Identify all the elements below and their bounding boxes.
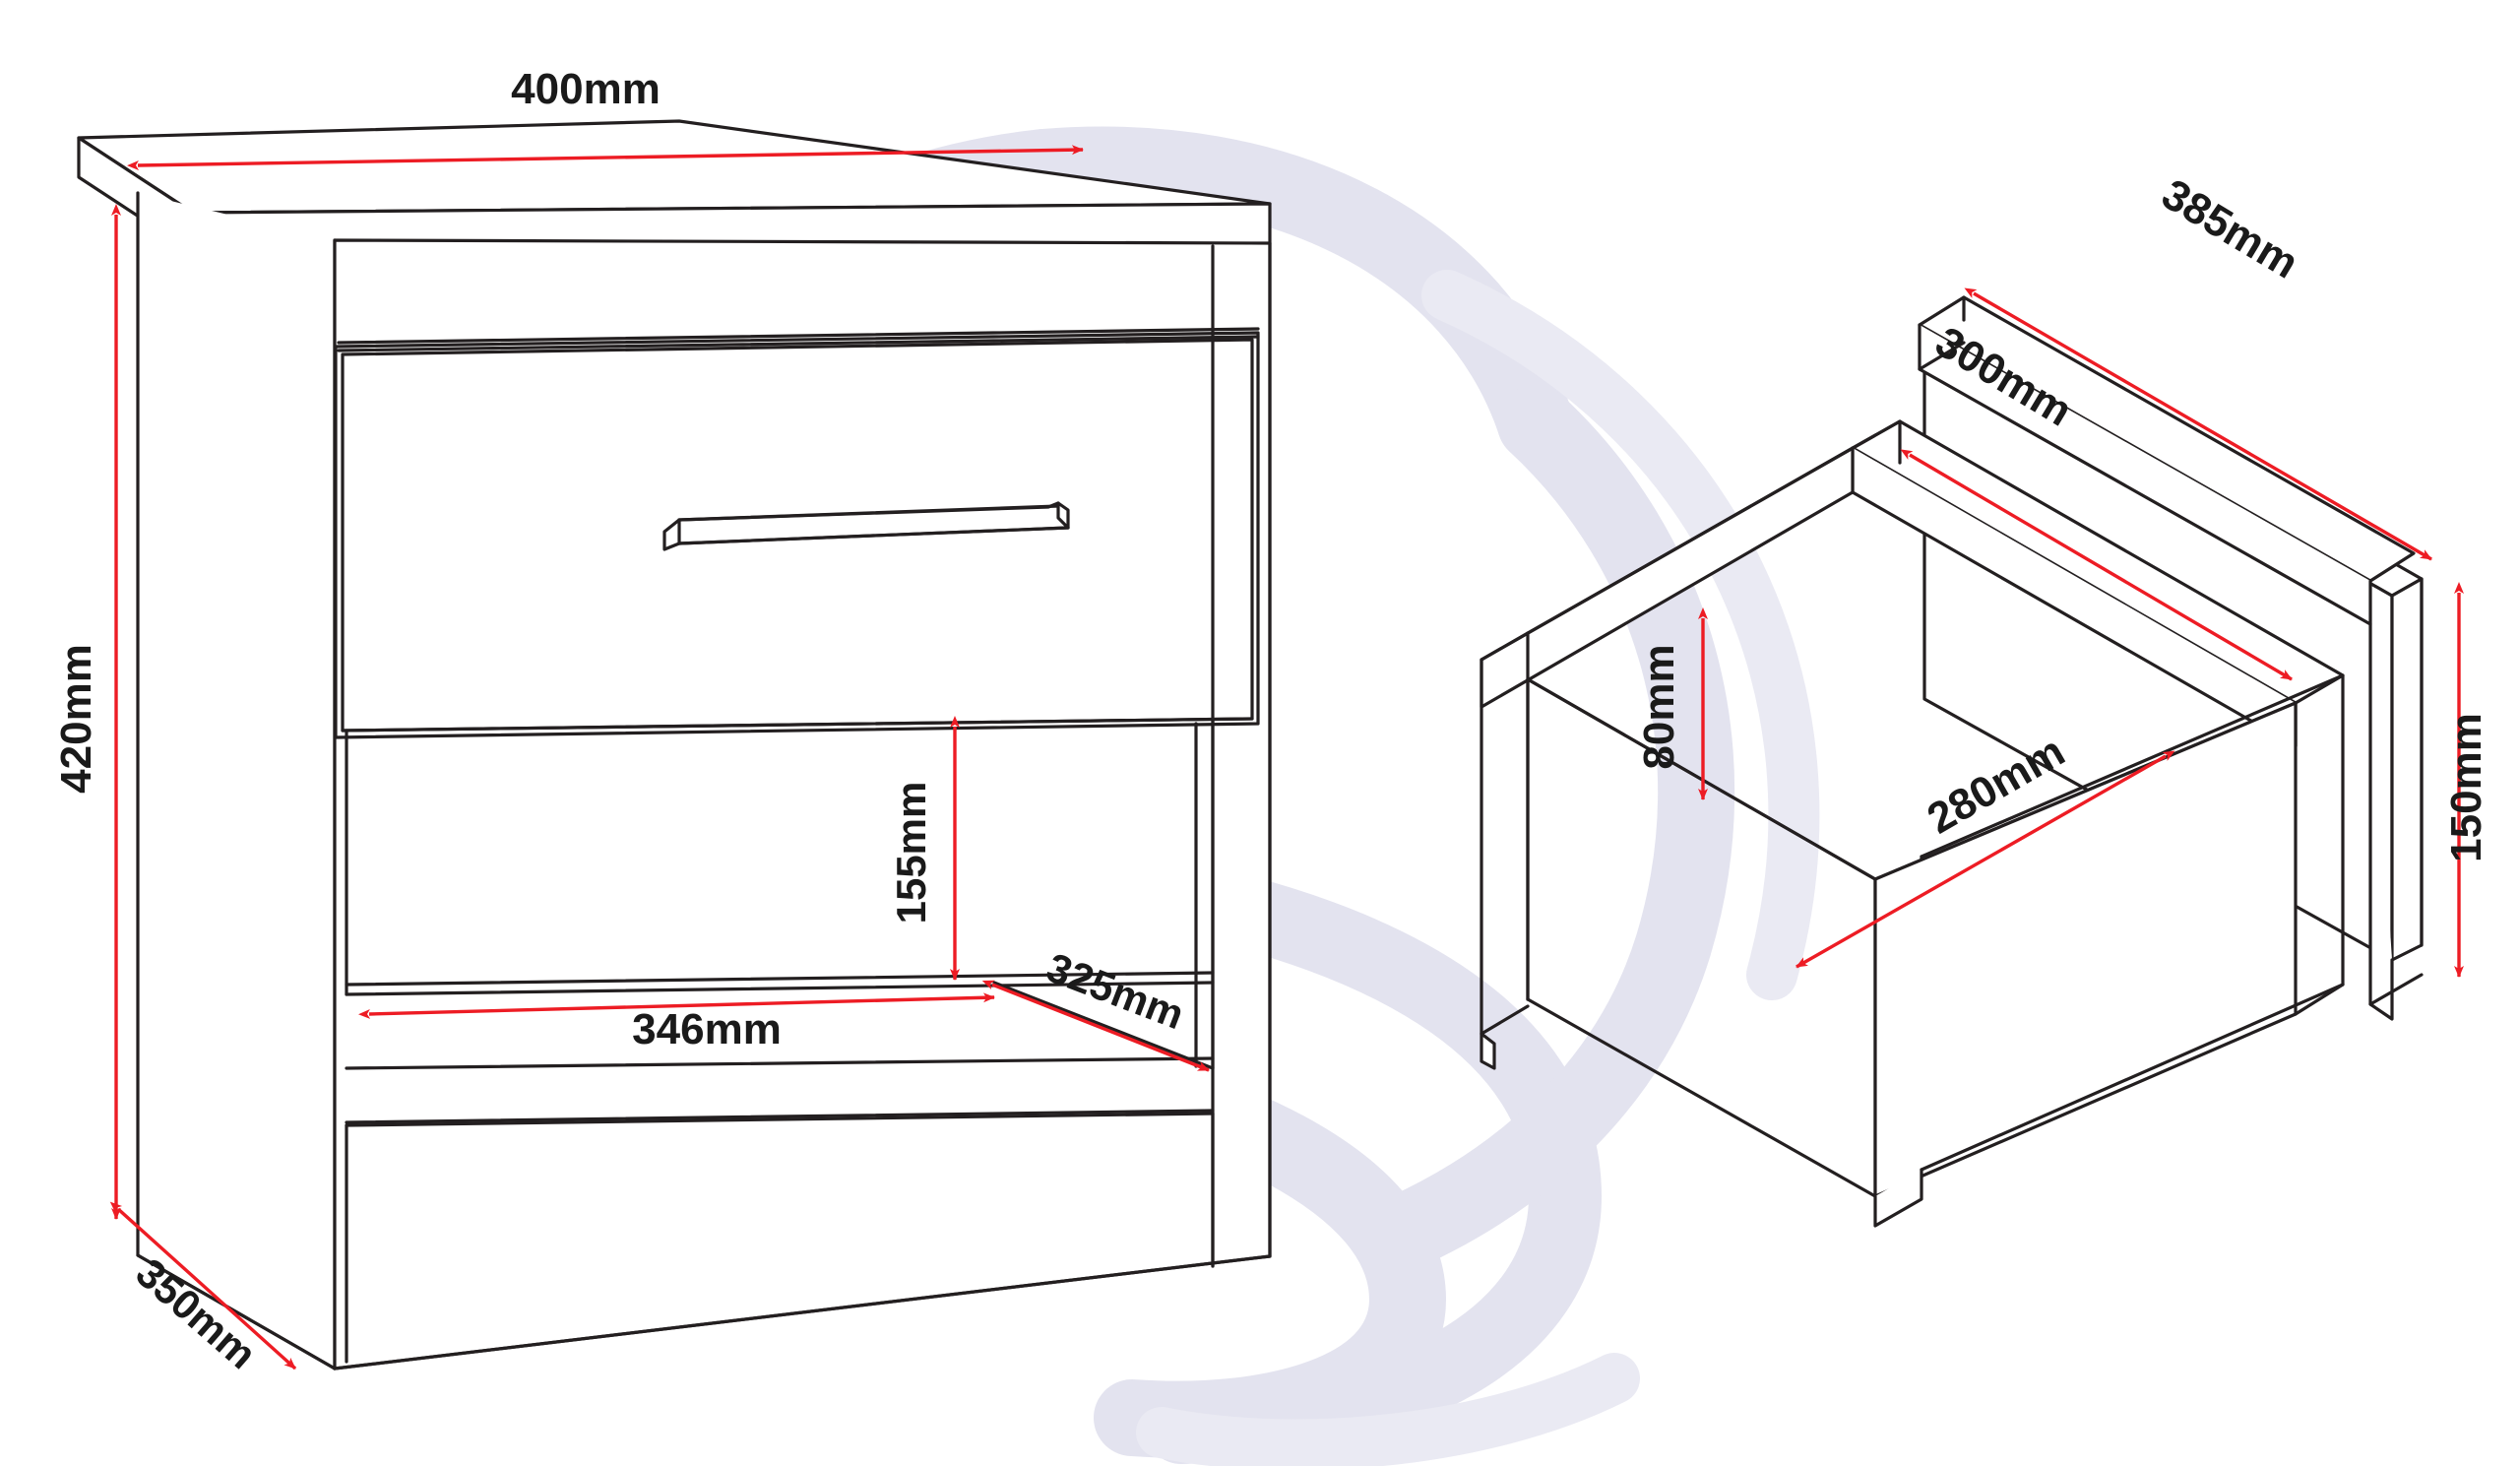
dimension-cabinet-width	[127, 145, 1084, 170]
cabinet-view	[77, 119, 1272, 1370]
dimension-label-drawer-front-height: 150mm	[2442, 713, 2490, 862]
dimension-shelf-depth	[981, 980, 1210, 1072]
cabinet-drawer-handle	[662, 501, 1070, 551]
dimension-cabinet-depth	[109, 1201, 297, 1370]
drawer-front-support	[2368, 577, 2424, 1021]
drawer-left-edge-detail	[1480, 1032, 1923, 1228]
dimension-label-cabinet-width: 400mm	[511, 65, 661, 113]
drawer-dimension-layer	[1698, 287, 2464, 978]
drawer-side-left	[1480, 419, 1902, 1036]
dimension-label-shelf-width: 346mm	[632, 1005, 782, 1053]
cabinet-dimension-layer	[109, 145, 1210, 1370]
cabinet-base	[333, 1112, 1272, 1370]
dimension-label-drawer-front-width: 385mm	[2154, 170, 2306, 288]
cabinet-side-panel	[136, 191, 337, 1370]
dimension-label-cabinet-height: 420mm	[52, 644, 100, 794]
dimension-label-drawer-inner-height: 80mm	[1635, 644, 1683, 769]
dimension-drawer-inner-width	[1900, 449, 2293, 681]
dimension-shelf-width	[358, 992, 995, 1019]
dimension-drawer-front-width	[1964, 287, 2432, 561]
dimension-label-shelf-height: 155mm	[888, 782, 934, 924]
cabinet-right-upright	[1211, 241, 1272, 1268]
dimension-drawer-inner-depth	[1796, 750, 2175, 969]
